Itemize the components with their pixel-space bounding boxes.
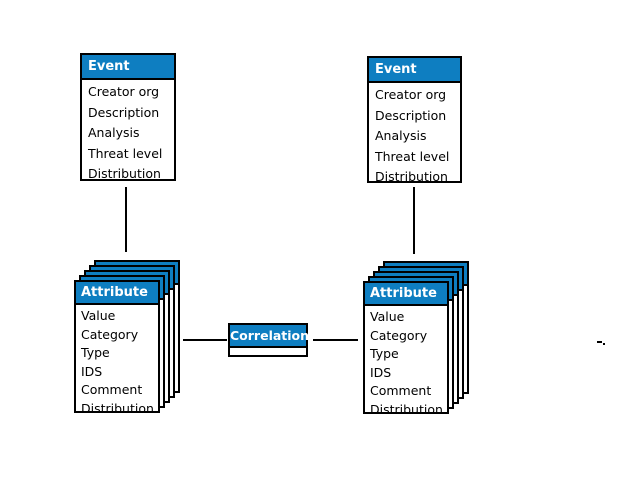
event-entity-right: Event Creator org Description Analysis T… (367, 56, 462, 184)
entity-field: Description (88, 104, 160, 120)
entity-field: Threat level (88, 145, 163, 161)
correlation-node: Correlation (228, 323, 309, 357)
correlation-node-body (230, 348, 306, 355)
attribute-card-right-front: Attribute Value Category Type IDS Commen… (363, 281, 449, 417)
attribute-card-right-header: Attribute (365, 283, 447, 306)
attribute-field: IDS (370, 364, 392, 380)
attribute-field: Type (370, 346, 399, 361)
stray-mark-dash (597, 341, 602, 343)
attribute-card-left-header: Attribute (76, 282, 158, 305)
attribute-stack-right: Attribute Value Category Type IDS Commen… (363, 261, 469, 417)
attribute-field: Type (81, 345, 110, 360)
attribute-card-right-body: Value Category Type IDS Comment Distribu… (365, 306, 447, 419)
attribute-field: Category (370, 327, 428, 343)
connector-event-attribute-left (125, 187, 127, 252)
entity-field: Creator org (88, 84, 160, 99)
entity-field: Distribution (375, 169, 448, 184)
attribute-field: Value (81, 308, 116, 323)
attribute-field: Category (81, 326, 139, 342)
event-entity-left-header: Event (82, 55, 174, 80)
entity-field: Analysis (375, 128, 427, 143)
correlation-node-header: Correlation (230, 325, 309, 348)
event-entity-left: Event Creator org Description Analysis T… (80, 53, 176, 181)
attribute-field: IDS (81, 363, 103, 379)
entity-field: Analysis (88, 125, 140, 140)
connector-attribute-correlation-left (183, 339, 227, 341)
entity-field: Creator org (375, 87, 447, 102)
attribute-card-left-front: Attribute Value Category Type IDS Commen… (74, 280, 160, 416)
entity-field: Threat level (375, 148, 450, 164)
attribute-card-left-body: Value Category Type IDS Comment Distribu… (76, 305, 158, 418)
attribute-field: Distribution (81, 400, 154, 416)
event-entity-right-header: Event (369, 58, 460, 83)
attribute-field: Distribution (370, 401, 443, 417)
attribute-field: Comment (370, 383, 432, 398)
entity-field: Description (375, 107, 447, 123)
attribute-field: Comment (81, 382, 143, 397)
stray-mark-dot (603, 343, 605, 345)
entity-field: Distribution (88, 166, 161, 181)
event-entity-left-body: Creator org Description Analysis Threat … (82, 80, 174, 185)
attribute-field: Value (370, 309, 405, 324)
attribute-stack-left: Attribute Value Category Type IDS Commen… (74, 260, 180, 416)
event-entity-right-body: Creator org Description Analysis Threat … (369, 83, 460, 188)
connector-event-attribute-right (413, 187, 415, 254)
connector-attribute-correlation-right (313, 339, 358, 341)
